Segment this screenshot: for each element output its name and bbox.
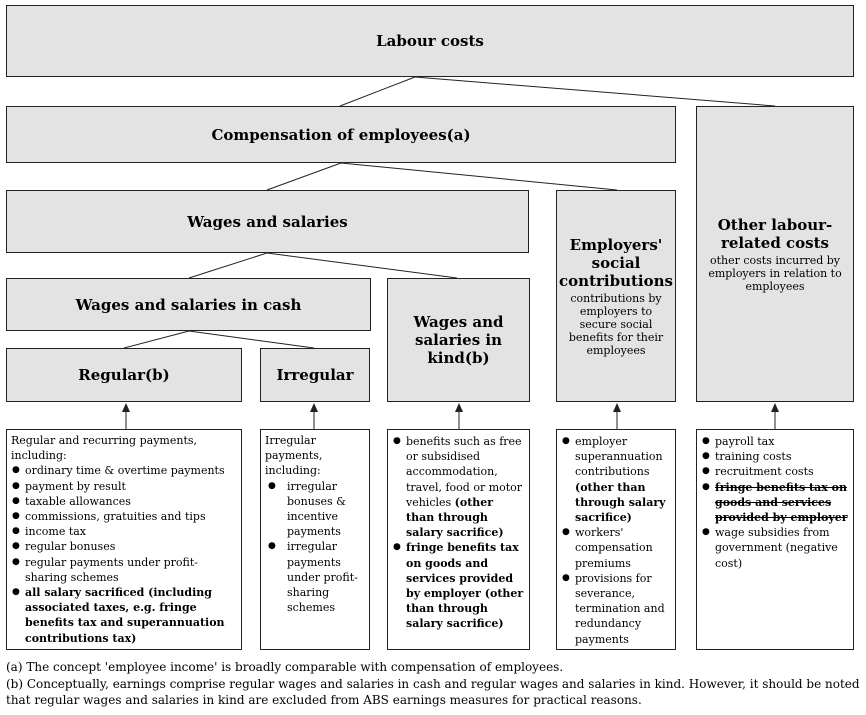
inkind-item-list: benefits such as free or subsidised acco…	[392, 434, 525, 632]
compensation-box: Compensation of employees(a)	[6, 106, 676, 163]
list-item: workers' compensation premiums	[561, 525, 671, 571]
list-item: taxable allowances	[11, 494, 237, 509]
arrowhead-irregular	[310, 403, 318, 412]
connector-labour-to-compensation	[339, 76, 416, 107]
list-item: irregular payments under profit-sharing …	[265, 539, 365, 615]
other-costs-details: payroll tax training costs recruitment c…	[696, 429, 854, 650]
arrowhead-employers	[613, 403, 621, 412]
inkind-details: benefits such as free or subsidised acco…	[387, 429, 530, 650]
employers-contributions-box: Employers' social contributions contribu…	[556, 190, 676, 402]
list-item-struck: fringe benefits tax on goods and service…	[701, 480, 849, 526]
connector-cash-to-regular	[123, 330, 190, 349]
arrowhead-inkind	[455, 403, 463, 412]
list-item-bold: fringe benefits tax on goods and service…	[392, 540, 525, 631]
list-item: regular payments under profit-sharing sc…	[11, 555, 237, 585]
list-item: training costs	[701, 449, 849, 464]
wages-cash-title: Wages and salaries in cash	[75, 295, 302, 314]
employers-contributions-description: contributions by employers to secure soc…	[568, 291, 664, 357]
wages-salaries-title: Wages and salaries	[187, 212, 348, 231]
list-item: regular bonuses	[11, 539, 237, 554]
regular-details: Regular and recurring payments, includin…	[6, 429, 242, 650]
connector-wages-to-inkind	[266, 252, 458, 279]
wages-inkind-box: Wages and salaries in kind(b)	[387, 278, 530, 402]
list-item: provisions for severance, termination an…	[561, 571, 671, 647]
employers-item-qualifier: (other than through salary sacrifice)	[575, 480, 666, 525]
list-item: ordinary time & overtime payments	[11, 463, 237, 478]
wages-cash-box: Wages and salaries in cash	[6, 278, 371, 331]
employers-item-text: employer superannuation contributions	[575, 435, 663, 479]
employers-contributions-title: Employers' social contributions	[559, 235, 673, 290]
list-item: income tax	[11, 524, 237, 539]
regular-intro: Regular and recurring payments, includin…	[11, 434, 198, 463]
inkind-item-text: benefits such as free or subsidised acco…	[406, 435, 523, 509]
irregular-box: Irregular	[260, 348, 370, 402]
connector-cash-to-irregular	[188, 330, 315, 349]
footnote-a: (a) The concept 'employee income' is bro…	[6, 660, 564, 674]
labour-costs-box: Labour costs	[6, 5, 854, 77]
regular-item-list: ordinary time & overtime payments paymen…	[11, 463, 237, 645]
connector-compensation-to-wages	[266, 162, 342, 191]
connector-wages-to-cash	[188, 252, 268, 279]
compensation-title: Compensation of employees(a)	[211, 125, 471, 144]
arrowhead-other	[771, 403, 779, 412]
list-item-bold: all salary sacrificed (including associa…	[11, 585, 237, 646]
other-costs-item-list: payroll tax training costs recruitment c…	[701, 434, 849, 571]
other-costs-box: Other labour-related costs other costs i…	[696, 106, 854, 402]
connector-compensation-to-employers	[340, 162, 618, 191]
other-costs-description: other costs incurred by employers in rel…	[708, 253, 842, 293]
list-item: irregular bonuses & incentive payments	[265, 479, 365, 540]
irregular-details: Irregular payments, including: irregular…	[260, 429, 370, 650]
list-item: payroll tax	[701, 434, 849, 449]
irregular-item-list: irregular bonuses & incentive payments i…	[265, 479, 365, 616]
employers-item-list: employer superannuation contributions (o…	[561, 434, 671, 647]
connector-labour-to-other	[414, 76, 776, 107]
other-costs-title: Other labour-related costs	[717, 215, 833, 252]
list-item: benefits such as free or subsidised acco…	[392, 434, 525, 540]
irregular-title: Irregular	[276, 366, 354, 384]
footnote-b: (b) Conceptually, earnings comprise regu…	[6, 677, 860, 707]
list-item: employer superannuation contributions (o…	[561, 434, 671, 525]
list-item: recruitment costs	[701, 464, 849, 479]
labour-costs-title: Labour costs	[376, 32, 484, 50]
list-item: commissions, gratuities and tips	[11, 509, 237, 524]
list-item: payment by result	[11, 479, 237, 494]
arrowhead-regular	[122, 403, 130, 412]
regular-title: Regular(b)	[78, 366, 170, 384]
inkind-item-qualifier: (other than through salary sacrifice)	[406, 495, 504, 540]
wages-salaries-box: Wages and salaries	[6, 190, 529, 253]
wages-inkind-title: Wages and salaries in kind(b)	[413, 313, 504, 367]
employers-details: employer superannuation contributions (o…	[556, 429, 676, 650]
regular-box: Regular(b)	[6, 348, 242, 402]
list-item: wage subsidies from government (negative…	[701, 525, 849, 571]
irregular-intro: Irregular payments, including:	[265, 434, 323, 478]
